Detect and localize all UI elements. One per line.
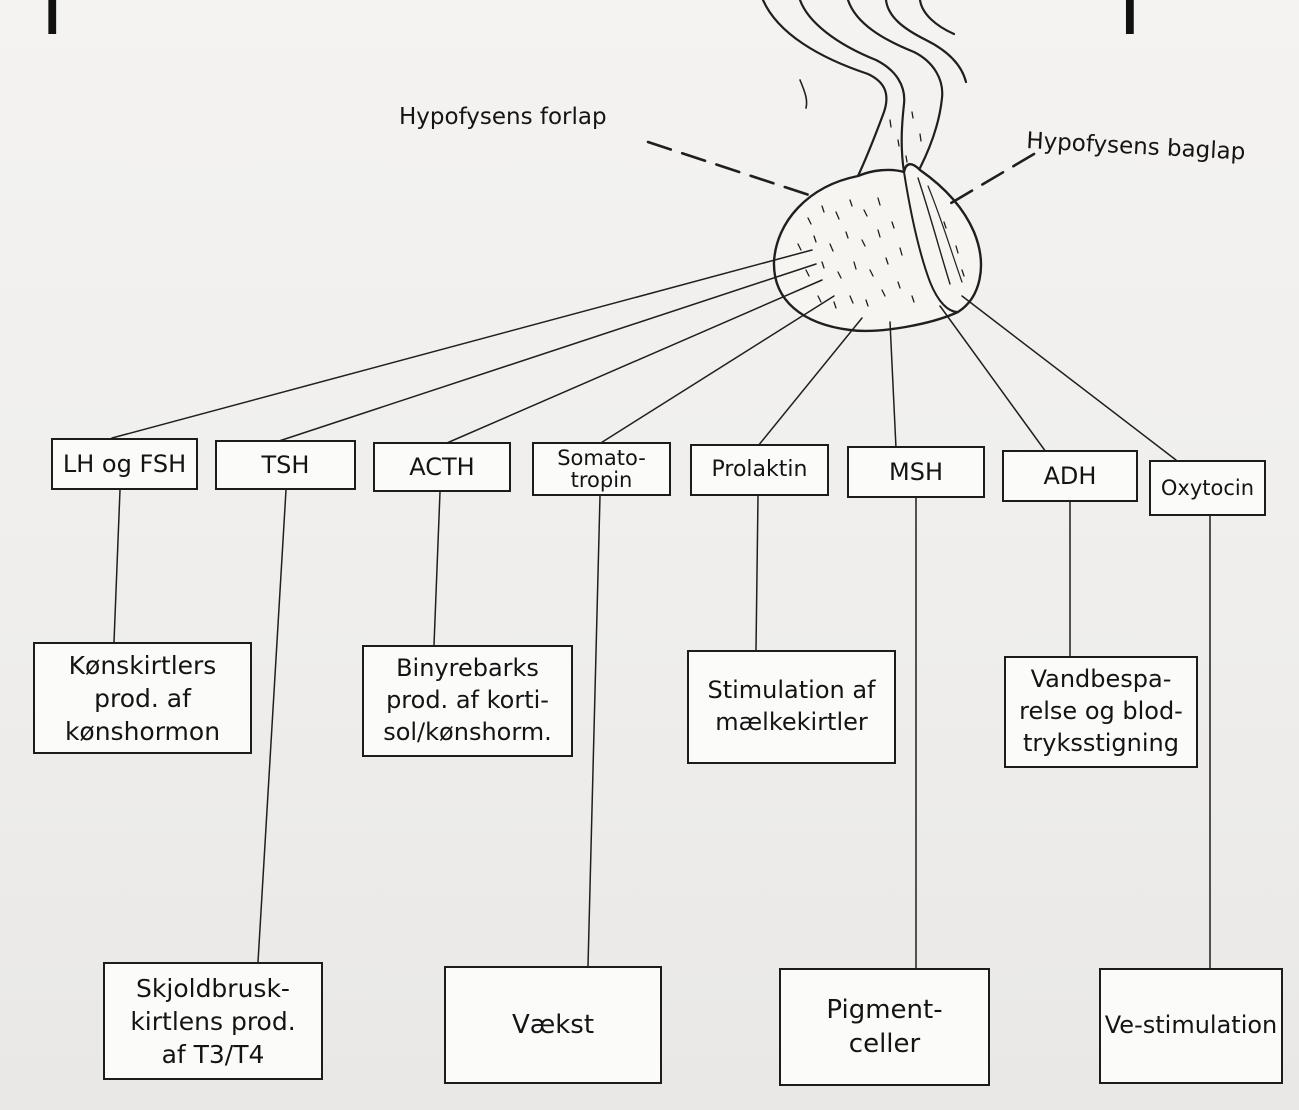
gland-to-hormone-connectors [111, 249, 1177, 461]
hormone-box-somatotropin: Somato- tropin [532, 442, 671, 496]
effect-box-adrenal-cortex: Binyrebarks prod. af korti- sol/kønshorm… [362, 645, 573, 757]
effect-box-gonad-hormone: Kønskirtlers prod. af kønshormon [33, 642, 252, 754]
effect-box-labor-stimulation: Ve-stimulation [1099, 968, 1283, 1084]
posterior-lobe-pointer [944, 152, 1036, 208]
label-anterior-lobe: Hypofysens forlap [399, 104, 607, 130]
hormone-to-effect-connectors [113, 489, 1211, 969]
effect-box-growth: Vækst [444, 966, 662, 1084]
effect-box-pigment-cells: Pigment- celler [779, 968, 990, 1086]
pituitary-stalk [761, 0, 968, 178]
right-bracket-glyph: ] [1110, 0, 1146, 34]
pituitary-gland [772, 111, 983, 333]
left-bracket-glyphs: [ [36, 0, 72, 34]
hormone-box-prolaktin: Prolaktin [690, 444, 829, 496]
anterior-lobe-pointer [646, 140, 814, 198]
gland-texture-dashes [797, 111, 965, 309]
hormone-box-tsh: TSH [215, 440, 356, 490]
hormone-box-adh: ADH [1002, 450, 1138, 502]
effect-box-thyroid: Skjoldbrusk- kirtlens prod. af T3/T4 [103, 962, 323, 1080]
effect-box-water-retention: Vandbespa- relse og blod- tryksstigning [1004, 656, 1198, 768]
hormone-box-oxytocin: Oxytocin [1149, 460, 1266, 516]
hormone-box-acth: ACTH [373, 442, 511, 492]
hormone-box-lh-fsh: LH og FSH [51, 438, 198, 490]
hormone-box-msh: MSH [847, 446, 985, 498]
effect-box-milk-glands: Stimulation af mælkekirtler [687, 650, 896, 764]
